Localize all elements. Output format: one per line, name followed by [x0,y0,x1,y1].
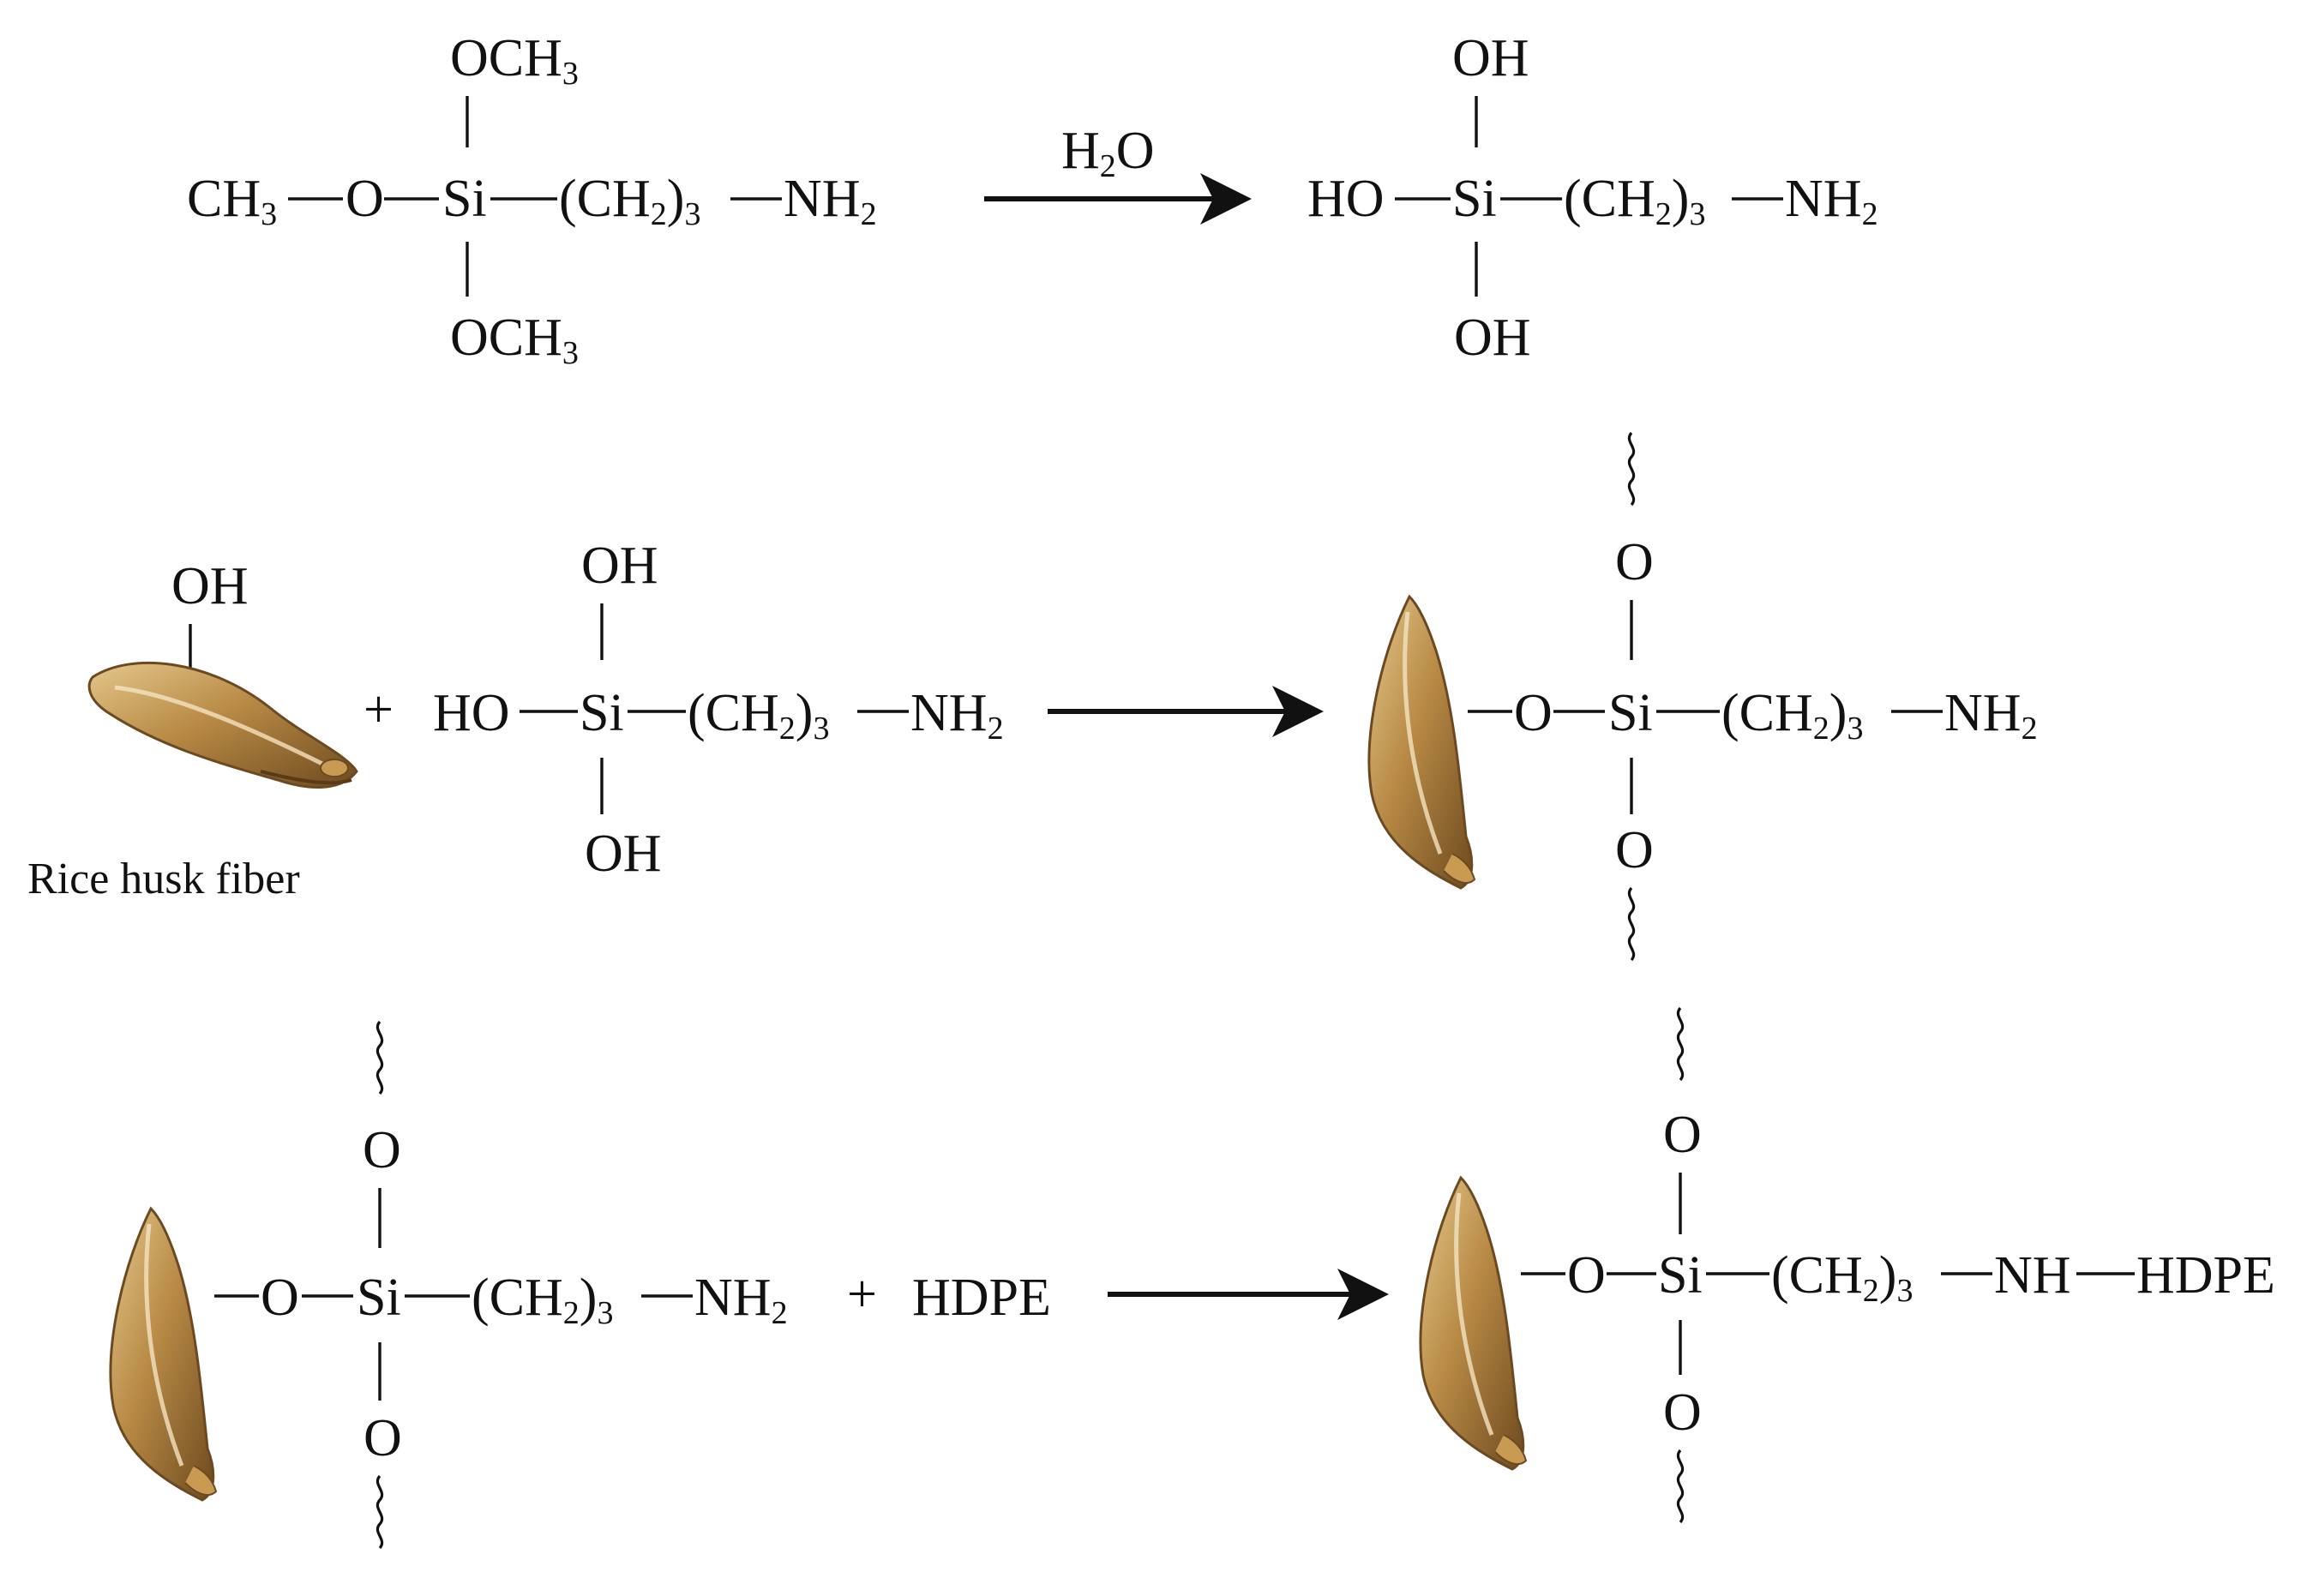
hydrolysis-step: H2O [984,122,1252,225]
wavy-bond-icon [375,1474,384,1550]
rice-husk-fiber-reactant: OH Rice husk fiber [27,557,357,903]
plus-sign: + [847,1265,877,1323]
hydroxyl-left: HO [433,684,510,742]
silicon-atom: Si [1608,684,1653,742]
rice-husk-fiber-icon [111,1209,216,1500]
rice-husk-fiber-icon [1421,1178,1526,1469]
wavy-bond-icon [1627,431,1636,507]
propyl-chain: (CH2)3 [1564,170,1705,232]
rice-husk-fiber-icon [89,663,357,787]
propyl-chain: (CH2)3 [559,170,700,232]
wavy-bond-icon [1627,886,1636,962]
propyl-chain: (CH2)3 [1721,684,1863,747]
silicon-atom: Si [442,170,487,228]
amino-group: NH2 [784,170,877,232]
fiber-hydroxyl: OH [171,557,249,615]
hydroxyl-top: OH [581,537,658,595]
oxygen-atom: O [261,1269,299,1327]
amino-group: NH2 [1944,684,2038,747]
imine-linkage: NH [1994,1246,2071,1305]
propyl-chain: (CH2)3 [1771,1246,1913,1309]
water-reagent: H2O [1061,122,1155,184]
oxygen-bottom: O [1663,1383,1702,1442]
methyl-group: CH3 [187,170,277,232]
methoxy-group-top: OCH3 [450,29,579,92]
amino-group: NH2 [694,1269,788,1331]
hdpe-coupled-fiber-product: O O Si (CH2)3 NH HDPE O [1421,1006,2275,1524]
oxygen-atom: O [345,170,384,228]
amino-group: NH2 [910,684,1004,747]
hydroxyl-left: HO [1307,170,1385,228]
propyl-chain: (CH2)3 [688,684,829,747]
hydroxyl-bottom: OH [1454,309,1531,367]
silane-grafted-fiber-product: O O Si (CH2)3 NH2 O [1369,431,2038,962]
rice-husk-fiber-label: Rice husk fiber [27,855,300,903]
silane-grafted-fiber-reactant: O O Si (CH2)3 NH2 O [111,1020,788,1550]
oxygen-top: O [1615,533,1654,591]
oxygen-top: O [363,1121,401,1179]
methoxy-group-bottom: OCH3 [450,309,579,371]
oxygen-atom: O [1567,1246,1606,1305]
silanetriol-reactant: OH HO Si (CH2)3 NH2 OH [433,537,1004,883]
propyl-chain: (CH2)3 [472,1269,613,1331]
silicon-atom: Si [580,684,624,742]
plus-sign: + [363,681,394,739]
wavy-bond-icon [1676,1006,1685,1082]
rice-husk-fiber-icon [1369,597,1475,888]
silicon-atom: Si [1452,170,1497,228]
trimethoxysilane-molecule: OCH3 CH3 O Si (CH2)3 NH2 OCH3 [187,29,877,371]
amino-group: NH2 [1785,170,1878,232]
oxygen-bottom: O [1615,821,1654,879]
silanetriol-molecule: OH HO Si (CH2)3 NH2 OH [1307,29,1878,367]
silicon-atom: Si [357,1269,401,1327]
oxygen-bottom: O [363,1409,402,1467]
hdpe-chain: HDPE [2136,1246,2275,1305]
oxygen-top: O [1663,1106,1702,1164]
oxygen-atom: O [1514,684,1553,742]
silicon-atom: Si [1658,1246,1703,1305]
wavy-bond-icon [1676,1449,1685,1524]
wavy-bond-icon [375,1020,384,1095]
hdpe-reactant: HDPE [912,1269,1051,1327]
hydroxyl-bottom: OH [585,825,662,883]
hydroxyl-top: OH [1452,29,1529,87]
